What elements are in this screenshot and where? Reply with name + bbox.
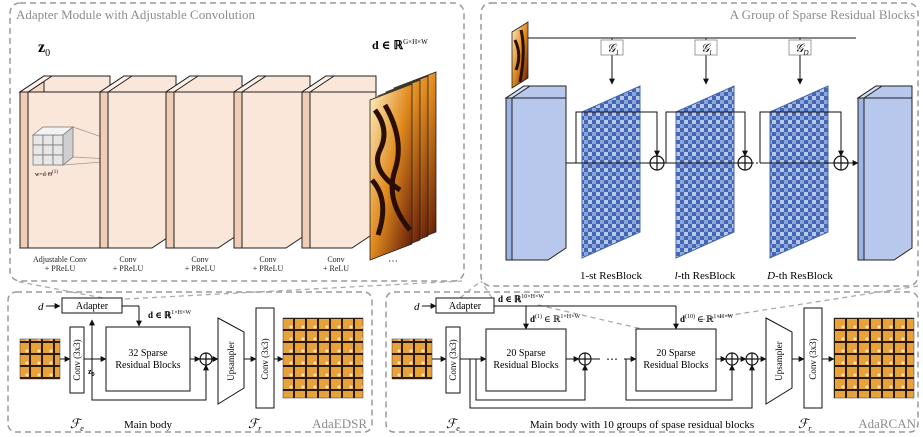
- adaedsr-diagram: d Adapter d ∈ ℝ1×H×W Conv (3x3) z0 32 Sp…: [19, 297, 364, 433]
- rcan-upsampler-label: Upsampler: [774, 341, 784, 381]
- edsr-fr-label: ℱr: [248, 416, 262, 433]
- conv-volume-4: [300, 75, 377, 249]
- layer-label-1-line1: Conv: [119, 255, 136, 264]
- rcan-conv-in-label: Conv (3x3): [448, 339, 458, 380]
- group-output-volume: [856, 85, 913, 261]
- resblock-d-label: D-th ResBlock: [766, 270, 833, 282]
- d-output-maps: ⋯: [369, 71, 437, 267]
- rcan-group1-box: [485, 328, 567, 392]
- gate-d-label: 𝒢D: [795, 41, 809, 57]
- conv-volume-2: [164, 75, 243, 249]
- rcan-conv-out-label: Conv (3x3): [808, 338, 818, 379]
- sparse-group-panel: [480, 2, 919, 287]
- edsr-fe-label: ℱe: [70, 416, 84, 433]
- rcan-group2-box: [635, 328, 717, 392]
- gate-1-label: 𝒢1: [607, 41, 619, 57]
- rcan-upsampler: [765, 317, 793, 405]
- rcan-d10-label: d(10)∈ ℝ1×H×W: [680, 313, 734, 324]
- rcan-d-input: d: [414, 301, 420, 313]
- group-input-volume: [504, 85, 567, 261]
- edsr-d-out-label: d ∈ ℝ1×H×W: [148, 310, 191, 320]
- edsr-d-input: d: [38, 301, 44, 313]
- adarcan-panel: [385, 291, 919, 433]
- d-output-label: d ∈ ℝG×H×W: [372, 38, 428, 52]
- resblock-l-map: [675, 85, 735, 259]
- rcan-d-out-label: d ∈ ℝ10×H×W: [498, 294, 544, 304]
- gate-l-label: 𝒢l: [701, 41, 712, 57]
- rcan-conv-out-box: [803, 307, 823, 409]
- edsr-output-image: [282, 317, 364, 399]
- layer-label-0-line1: Adjustable Conv: [33, 255, 87, 264]
- edsr-input-image: [19, 338, 61, 380]
- layer-label-4-line2: + ReLU: [323, 264, 349, 273]
- gate-d-box: [788, 39, 812, 56]
- layer-label-3-line1: Conv: [259, 255, 276, 264]
- rcan-group1-line2: Residual Blocks: [493, 360, 558, 371]
- kernel-formula: w=d·Θ(1): [35, 170, 58, 178]
- layer-label-2-line1: Conv: [191, 255, 208, 264]
- group-zoom-connector: [459, 280, 919, 334]
- resblock-1-label: 1-st ResBlock: [580, 270, 643, 282]
- resblock-l-label: l-th ResBlock: [675, 270, 736, 282]
- rcan-fe-label: ℱe: [446, 416, 460, 433]
- edsr-conv-out-label: Conv (3x3): [260, 338, 270, 379]
- adarcan-title: AdaRCAN: [858, 416, 916, 431]
- rcan-ellipsis: ⋯: [606, 352, 618, 366]
- edsr-conv-in-box: [69, 326, 85, 394]
- conv-volume-1: [98, 75, 177, 249]
- rcan-conv-in-box: [445, 326, 461, 394]
- rcan-fr-label: ℱr: [798, 416, 812, 433]
- sparse-group-title: A Group of Sparse Residual Blocks: [730, 7, 915, 22]
- edsr-upsampler: [217, 317, 245, 405]
- adapter-module: z0 w=d·Θ(1): [18, 38, 437, 273]
- adapter-zoom-connector: [14, 280, 463, 301]
- adaedsr-panel: [7, 291, 373, 433]
- adarcan-diagram: d Adapter d ∈ ℝ10×H×W d(1)∈ ℝ1×H×W d(10)…: [391, 294, 915, 433]
- d-ellipsis: ⋯: [388, 256, 398, 267]
- edsr-body-line1: 32 Sparse: [128, 348, 168, 359]
- layer-label-2-line2: + PReLU: [185, 264, 216, 273]
- edsr-upsampler-label: Upsampler: [226, 341, 236, 381]
- rcan-adapter-label: Adapter: [449, 301, 482, 312]
- edsr-body-box: [105, 326, 191, 392]
- rcan-group2-line2: Residual Blocks: [643, 360, 708, 371]
- gate-l-box: [694, 39, 718, 56]
- layer-label-0-line2: + PReLU: [45, 264, 76, 273]
- rcan-group1-line1: 20 Sparse: [506, 348, 546, 359]
- conv-volume-3: [232, 75, 311, 249]
- adaedsr-title: AdaEDSR: [312, 416, 367, 431]
- rcan-output-image: [833, 317, 915, 399]
- gate-1-box: [600, 39, 624, 56]
- rcan-d1-label: d(1)∈ ℝ1×H×W: [530, 313, 581, 324]
- adapter-module-title: Adapter Module with Adjustable Convoluti…: [16, 7, 256, 22]
- rcan-main-body-label: Main body with 10 groups of spase residu…: [530, 419, 754, 431]
- edsr-conv-in-label: Conv (3x3): [72, 339, 82, 380]
- adapter-module-panel: [9, 2, 465, 282]
- rcan-input-image: [391, 338, 433, 380]
- edsr-z0-label: z0: [88, 367, 95, 378]
- edsr-conv-out-box: [255, 307, 275, 409]
- resblock-1-map: [581, 85, 641, 259]
- resblock-d-map: [769, 85, 829, 259]
- layer-label-4-line1: Conv: [327, 255, 344, 264]
- edsr-body-line2: Residual Blocks: [115, 360, 180, 371]
- edsr-main-body-label: Main body: [124, 419, 172, 431]
- edsr-adapter-label: Adapter: [76, 301, 109, 312]
- z0-label: z0: [38, 39, 50, 59]
- rcan-group2-line1: 20 Sparse: [656, 348, 696, 359]
- layer-label-1-line2: + PReLU: [113, 264, 144, 273]
- sparse-group: 𝒢1 𝒢l 𝒢D: [504, 21, 913, 282]
- layer-label-3-line2: + PReLU: [253, 264, 284, 273]
